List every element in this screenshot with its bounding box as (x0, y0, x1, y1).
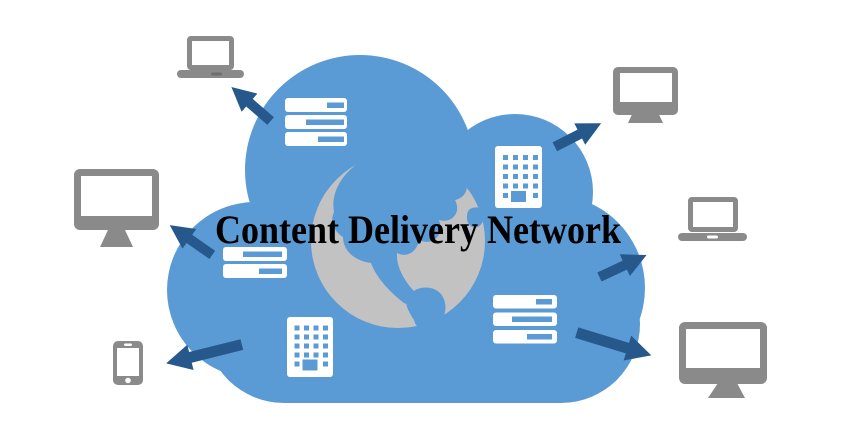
arrow-icon-top-right (552, 123, 602, 152)
server-stack-icon-top (285, 98, 347, 146)
arrow-icon-bottom-left (166, 339, 244, 371)
diagram-title: Content Delivery Network (215, 207, 622, 252)
monitor-icon-top-right (613, 67, 678, 123)
datacenter-building-icon-bottom (287, 317, 333, 377)
arrow-icon-left (169, 225, 216, 260)
monitor-icon-left (74, 169, 159, 247)
arrow-icon-right (597, 254, 647, 282)
server-stack-icon-bottom-right (493, 295, 557, 344)
smartphone-icon-bottom-left (113, 341, 143, 385)
monitor-icon-bottom-right (679, 322, 767, 398)
laptop-icon-right (678, 197, 747, 241)
server-stack-icon-left (223, 247, 287, 278)
arrow-icon-bottom-right (575, 327, 652, 361)
laptop-icon-top-left (177, 36, 244, 78)
globe-icon (311, 142, 485, 331)
arrow-icon-top-left (231, 86, 274, 125)
datacenter-building-icon-top-right (495, 146, 542, 208)
